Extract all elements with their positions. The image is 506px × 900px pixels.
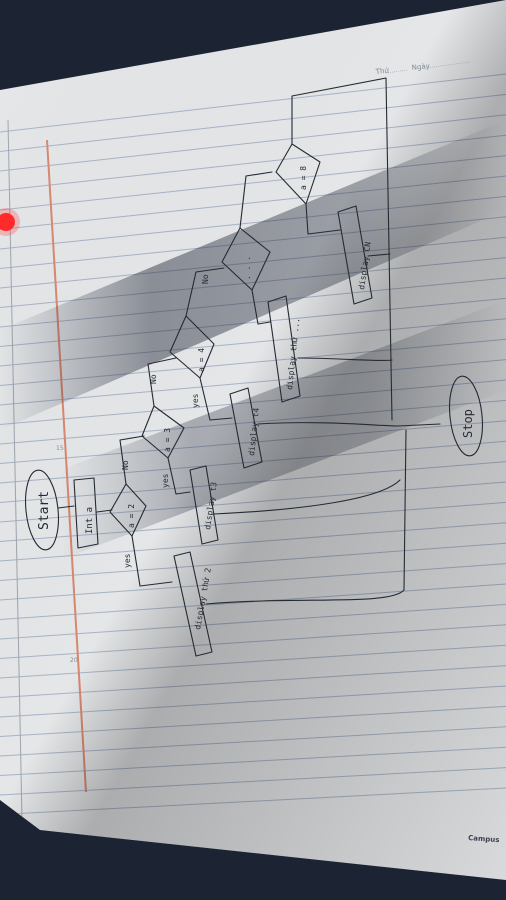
header-dots: [425, 61, 471, 69]
arrow-a8-yes: [305, 203, 341, 235]
branch-yes-label: yes: [161, 473, 170, 488]
arrow-etc-yes: [251, 289, 271, 325]
branch-no-label: No: [121, 460, 130, 470]
arrow-a3-yes: [167, 457, 191, 495]
arrow-a4-no: [185, 267, 225, 317]
stop-label: Stop: [461, 409, 475, 438]
arrow-to-stop: [397, 423, 441, 427]
decision-a3-label: a = 3: [163, 428, 172, 452]
arrow-input-decision-1: [96, 509, 113, 513]
connector-out3-stop: [257, 422, 399, 427]
branch-no-label: No: [201, 274, 210, 284]
decision-a2-label: a = 2: [127, 504, 136, 528]
decision-a2: a = 2: [109, 483, 147, 537]
connector-out5-stop: [367, 253, 391, 257]
branch-yes-label: yes: [191, 393, 200, 408]
margin-number: 20: [70, 657, 78, 664]
red-sticker: [0, 213, 15, 231]
stop-terminal: Stop: [448, 375, 484, 457]
arrow-a3-no: [147, 357, 177, 407]
decision-a8-label: a = 8: [299, 166, 308, 190]
header-day-label: Thứ: [374, 67, 389, 76]
decision-a4-label: a = 4: [197, 348, 206, 372]
red-sticker-glow: [0, 208, 20, 236]
decision-a3: a = 3: [141, 405, 185, 459]
header-dots: [385, 69, 409, 74]
arrow-etc-no: [239, 171, 273, 229]
branch-no-label: No: [149, 374, 158, 384]
input-label: Int a: [85, 507, 95, 534]
margin-number: 15: [56, 445, 64, 452]
arrow-a2-no: [119, 435, 145, 485]
header-date-label: Ngày: [411, 62, 430, 72]
arrow-a8-no: [291, 77, 393, 421]
arrow-a4-yes: [199, 377, 233, 421]
decision-a4: a = 4: [169, 315, 215, 379]
brand-logo: Campus: [468, 834, 500, 844]
connector-out1-stop: [205, 429, 407, 605]
connector-out2-stop: [213, 479, 401, 515]
start-label: Start: [37, 491, 52, 530]
decision-a8: a = 8: [275, 143, 321, 205]
connector-out4-stop: [297, 357, 393, 362]
decision-etc-label: . . .: [243, 256, 252, 280]
arrow-a2-yes: [131, 535, 173, 587]
decision-etc: . . .: [221, 227, 271, 291]
branch-yes-label: yes: [123, 553, 132, 568]
arrow-start-input: [57, 505, 75, 509]
input-parallelogram: Int a: [73, 477, 99, 549]
